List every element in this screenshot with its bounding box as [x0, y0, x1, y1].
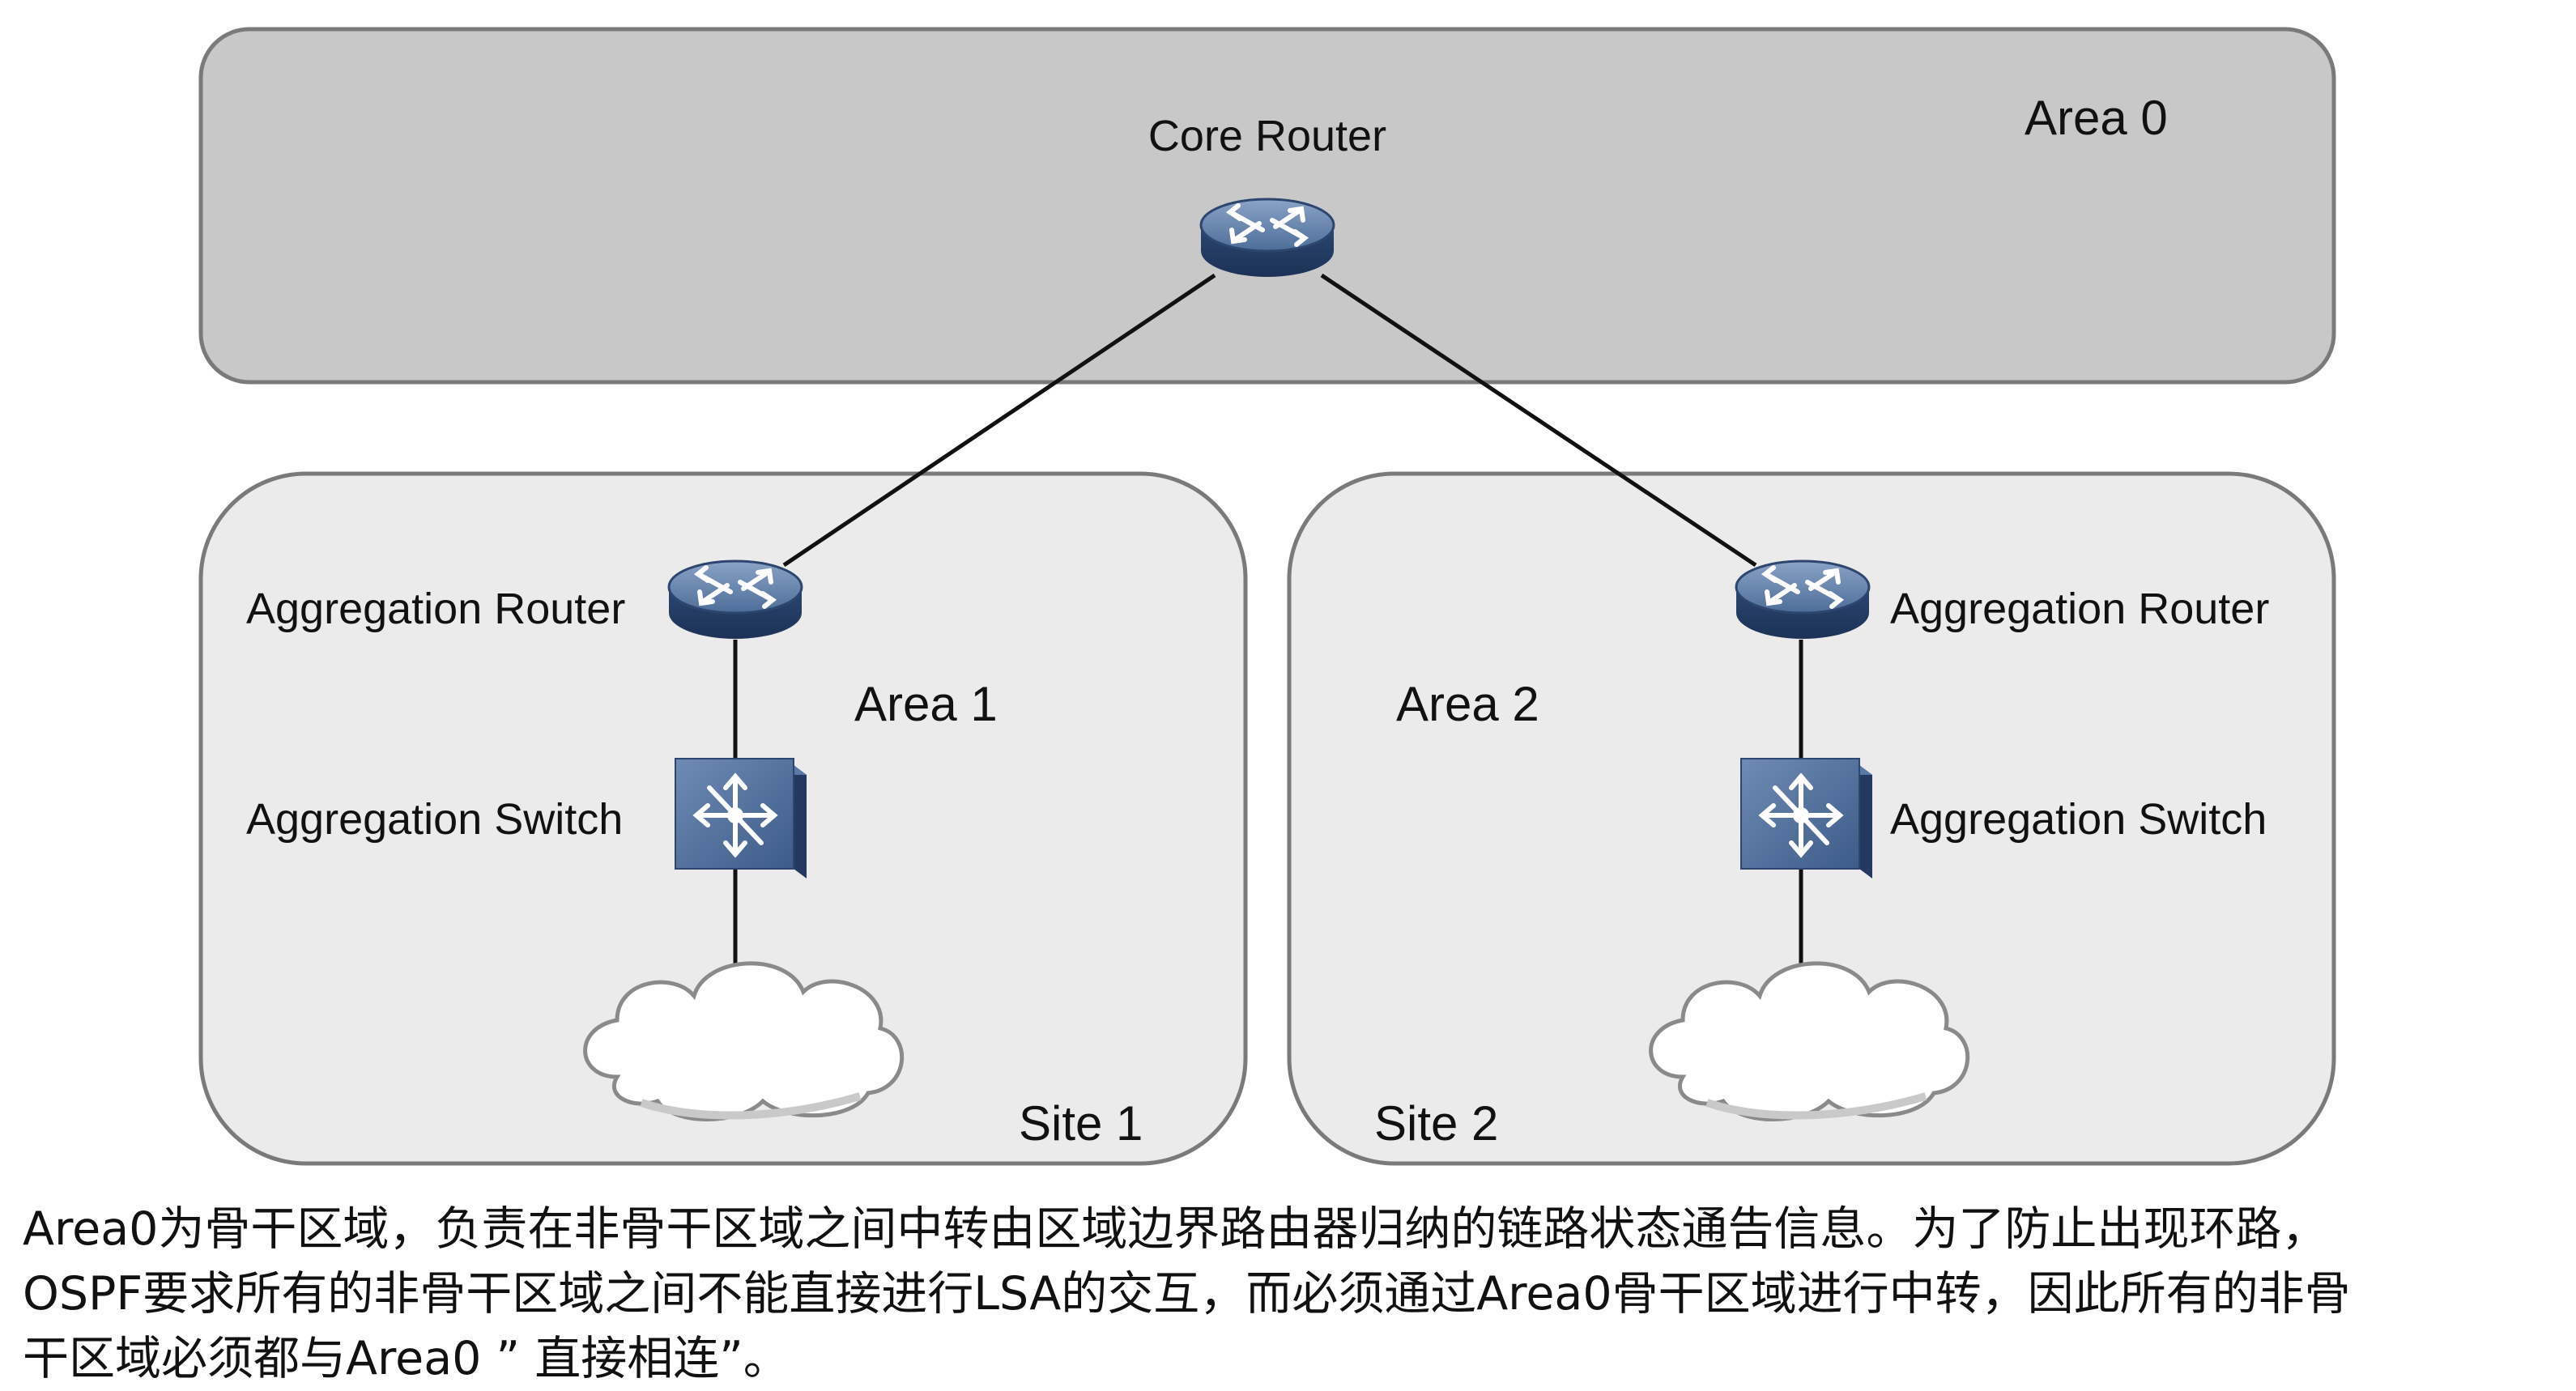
right-agg-switch-label: Aggregation Switch	[1890, 795, 2267, 844]
caption-line-2: OSPF要求所有的非骨干区域之间不能直接进行LSA的交互，而必须通过Area0骨…	[23, 1267, 2351, 1321]
left-agg-router-label: Aggregation Router	[246, 585, 625, 633]
link-core-to-left-agg-router	[782, 273, 1216, 568]
left-agg-switch-icon	[675, 759, 807, 878]
right-agg-switch-icon	[1741, 759, 1872, 878]
left-agg-router-icon	[669, 561, 802, 639]
area0-label: Area 0	[2025, 91, 2168, 145]
link-core-to-right-agg-router	[1320, 273, 1757, 568]
right-agg-router-label: Aggregation Router	[1890, 585, 2269, 633]
caption-line-1: Area0为骨干区域，负责在非骨干区域之间中转由区域边界路由器归纳的链路状态通告…	[23, 1202, 2328, 1256]
core-router-icon	[1201, 199, 1334, 277]
caption: Area0为骨干区域，负责在非骨干区域之间中转由区域边界路由器归纳的链路状态通告…	[23, 1197, 2549, 1391]
core-router-label: Core Router	[1148, 112, 1386, 160]
area1-label: Area 1	[854, 677, 998, 731]
area2-label: Area 2	[1396, 677, 1539, 731]
left-agg-switch-label: Aggregation Switch	[246, 795, 623, 844]
right-agg-router-icon	[1736, 561, 1869, 639]
site2-label: Site 2	[1374, 1096, 1498, 1151]
site1-label: Site 1	[1019, 1096, 1143, 1151]
caption-line-3: 干区域必须都与Area0 ” 直接相连”。	[23, 1332, 790, 1385]
